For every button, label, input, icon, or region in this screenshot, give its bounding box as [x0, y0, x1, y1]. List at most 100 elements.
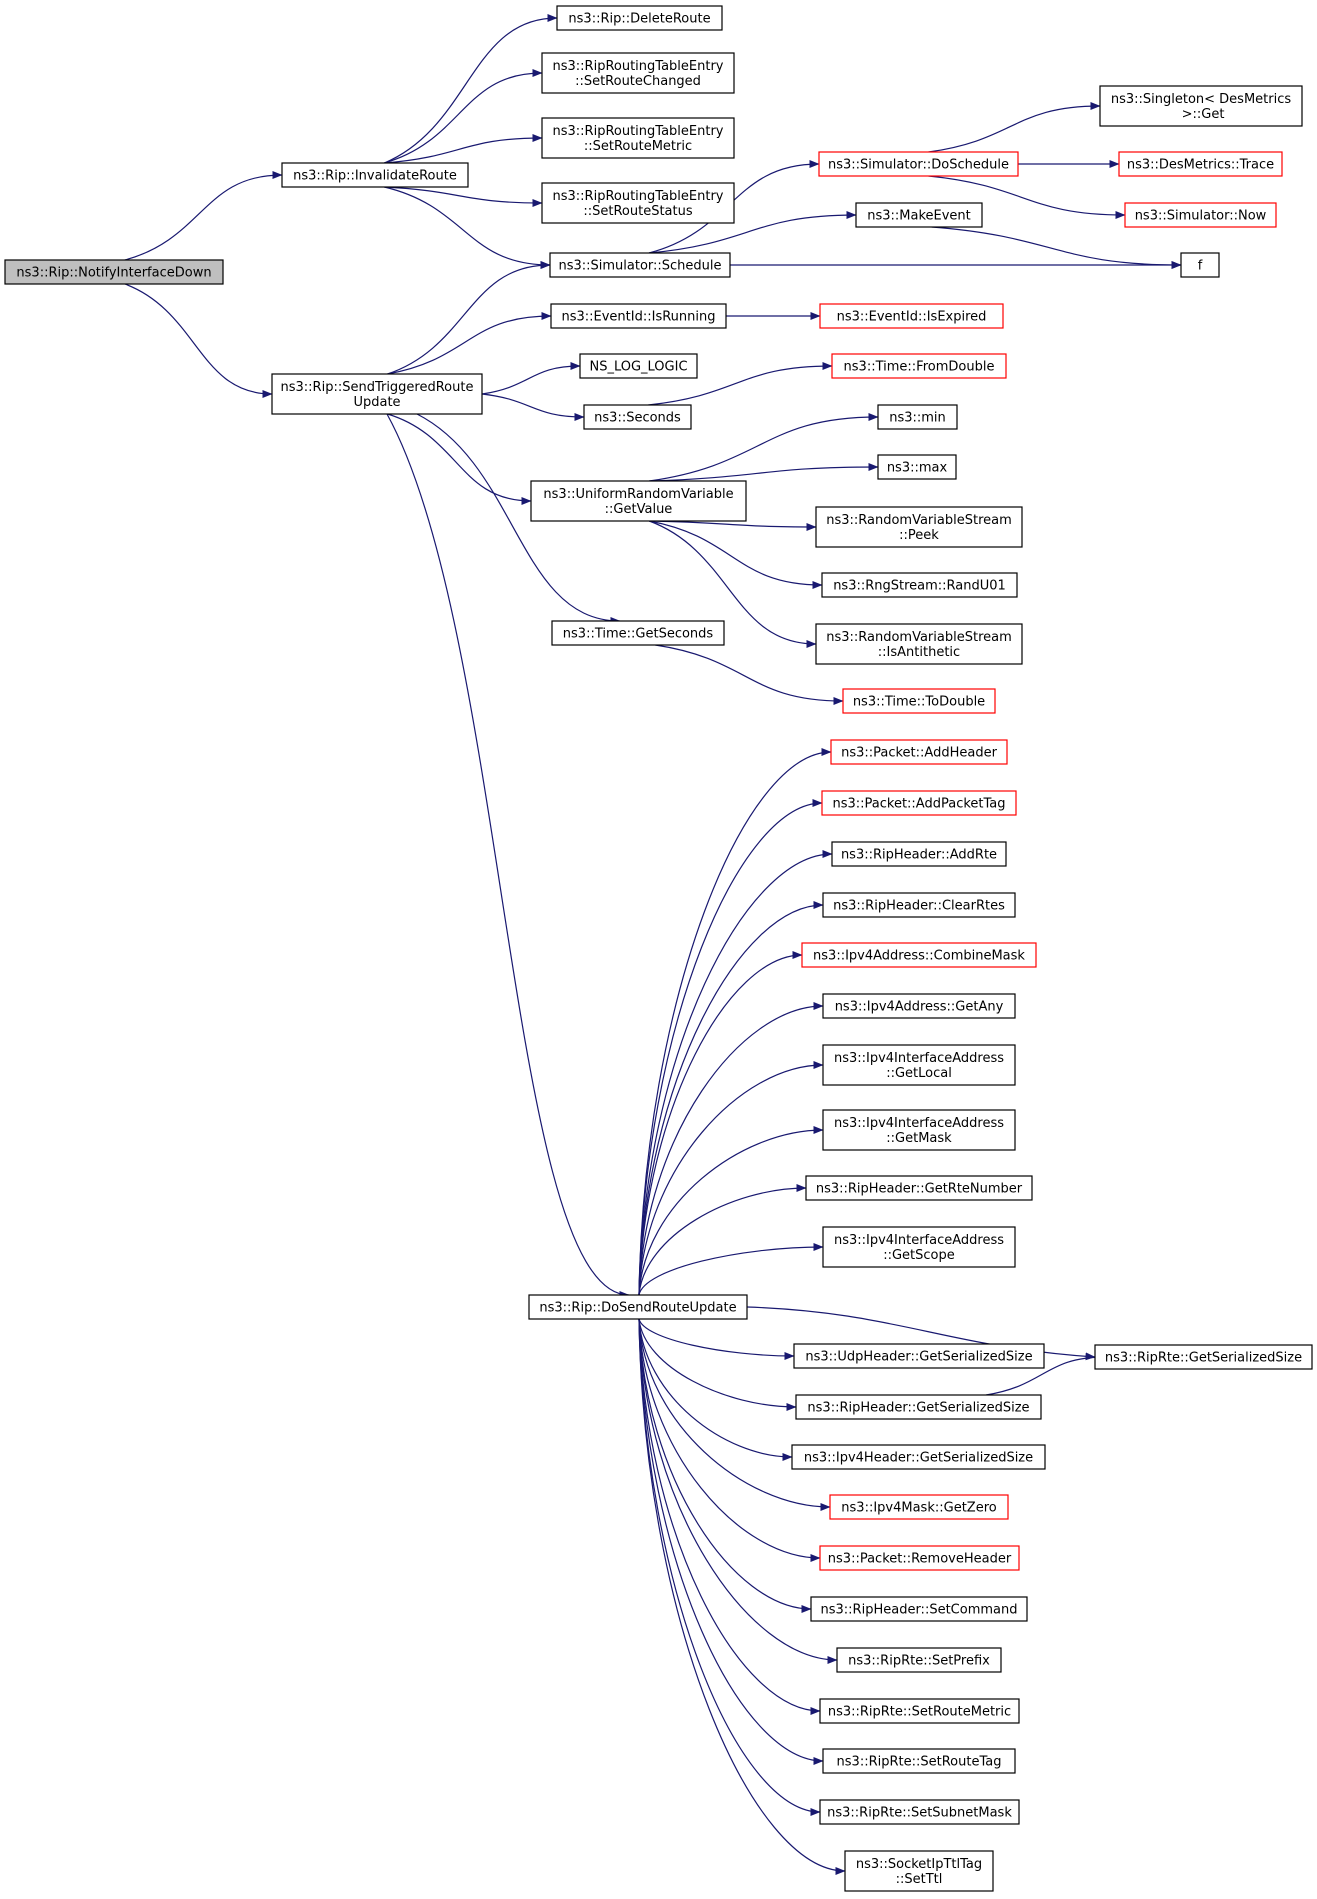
node-label-simulator_now-0: ns3::Simulator::Now: [1135, 209, 1267, 224]
node-label-rvs_peek-0: ns3::RandomVariableStream: [826, 513, 1012, 528]
node-root[interactable]: ns3::Rip::NotifyInterfaceDown: [4, 259, 224, 285]
node-simulator_do_schedule[interactable]: ns3::Simulator::DoSchedule: [818, 151, 1019, 177]
node-box-min: [877, 404, 958, 430]
node-label-seconds-0: ns3::Seconds: [594, 411, 681, 426]
node-label-send_triggered-1: Update: [353, 395, 400, 410]
node-label-rvs_is_antithetic-0: ns3::RandomVariableStream: [826, 630, 1012, 645]
node-packet_add_packet_tag[interactable]: ns3::Packet::AddPacketTag: [821, 790, 1017, 816]
node-delete_route[interactable]: ns3::Rip::DeleteRoute: [556, 5, 723, 31]
node-time_from_double[interactable]: ns3::Time::FromDouble: [831, 353, 1007, 379]
node-box-set_route_changed: [541, 52, 735, 94]
node-ipv4mask_get_zero[interactable]: ns3::Ipv4Mask::GetZero: [829, 1494, 1009, 1520]
node-box-set_route_metric_entry: [541, 117, 735, 159]
node-label-root-0: ns3::Rip::NotifyInterfaceDown: [16, 266, 211, 281]
node-rip_header_get_rte_number[interactable]: ns3::RipHeader::GetRteNumber: [805, 1175, 1033, 1201]
node-box-rip_header_set_command: [810, 1596, 1028, 1622]
edge-seconds-to-time_from_double: [648, 362, 833, 406]
node-box-singleton_get: [1099, 85, 1303, 127]
node-set_route_changed[interactable]: ns3::RipRoutingTableEntry::SetRouteChang…: [541, 52, 735, 94]
node-simulator_now[interactable]: ns3::Simulator::Now: [1124, 202, 1277, 228]
node-rip_header_set_command[interactable]: ns3::RipHeader::SetCommand: [810, 1596, 1028, 1622]
node-max[interactable]: ns3::max: [877, 454, 957, 480]
node-socket_ip_ttl_tag_set_ttl[interactable]: ns3::SocketIpTtlTag::SetTtl: [844, 1850, 994, 1892]
edge-uniform_get_value-to-min: [649, 413, 879, 482]
node-box-event_is_expired: [819, 303, 1004, 329]
node-ipv4_combine_mask[interactable]: ns3::Ipv4Address::CombineMask: [801, 942, 1037, 968]
edge-invalidate_route-to-delete_route: [384, 14, 558, 164]
node-invalidate_route[interactable]: ns3::Rip::InvalidateRoute: [281, 162, 469, 188]
node-f[interactable]: f: [1180, 252, 1220, 278]
node-rvs_peek[interactable]: ns3::RandomVariableStream::Peek: [815, 506, 1023, 548]
node-ipv4ia_get_mask[interactable]: ns3::Ipv4InterfaceAddress::GetMask: [822, 1109, 1016, 1151]
edge-do_send_route_update-to-ipv4_get_any: [638, 1002, 824, 1296]
node-time_to_double[interactable]: ns3::Time::ToDouble: [842, 688, 996, 714]
edge-do_send_route_update-to-socket_ip_ttl_tag_set_ttl: [638, 1318, 846, 1875]
node-rip_rte_set_subnet_mask[interactable]: ns3::RipRte::SetSubnetMask: [819, 1799, 1020, 1825]
node-label-f-0: f: [1198, 259, 1203, 274]
node-label-max-0: ns3::max: [887, 461, 948, 476]
node-set_route_metric_entry[interactable]: ns3::RipRoutingTableEntry::SetRouteMetri…: [541, 117, 735, 159]
node-box-make_event: [855, 202, 983, 228]
node-rip_rte_set_route_tag[interactable]: ns3::RipRte::SetRouteTag: [822, 1748, 1016, 1774]
node-box-rip_rte_set_route_metric: [819, 1698, 1020, 1724]
node-uniform_get_value[interactable]: ns3::UniformRandomVariable::GetValue: [530, 480, 747, 522]
node-box-rip_header_get_rte_number: [805, 1175, 1033, 1201]
node-simulator_schedule[interactable]: ns3::Simulator::Schedule: [549, 252, 731, 278]
node-layer: ns3::Rip::NotifyInterfaceDown ns3::Rip::I…: [4, 5, 1313, 1892]
node-rip_rte_set_prefix[interactable]: ns3::RipRte::SetPrefix: [836, 1647, 1002, 1673]
node-box-packet_remove_header: [819, 1545, 1020, 1571]
node-rng_rand_u01[interactable]: ns3::RngStream::RandU01: [821, 572, 1018, 598]
node-label-rip_rte_get_serialized_size-0: ns3::RipRte::GetSerializedSize: [1105, 1351, 1302, 1366]
node-ipv4ia_get_local[interactable]: ns3::Ipv4InterfaceAddress::GetLocal: [822, 1044, 1016, 1086]
node-ipv4_header_get_serialized_size[interactable]: ns3::Ipv4Header::GetSerializedSize: [791, 1444, 1046, 1470]
node-box-ipv4_combine_mask: [801, 942, 1037, 968]
node-label-set_route_changed-1: ::SetRouteChanged: [575, 74, 701, 89]
node-event_is_expired[interactable]: ns3::EventId::IsExpired: [819, 303, 1004, 329]
node-label-event_is_expired-0: ns3::EventId::IsExpired: [837, 310, 987, 325]
node-ipv4ia_get_scope[interactable]: ns3::Ipv4InterfaceAddress::GetScope: [822, 1226, 1016, 1268]
edge-simulator_schedule-to-make_event: [648, 211, 857, 254]
node-time_get_seconds[interactable]: ns3::Time::GetSeconds: [551, 620, 725, 646]
node-min[interactable]: ns3::min: [877, 404, 958, 430]
node-rip_rte_set_route_metric[interactable]: ns3::RipRte::SetRouteMetric: [819, 1698, 1020, 1724]
node-box-packet_add_header: [830, 739, 1008, 765]
node-box-time_to_double: [842, 688, 996, 714]
edge-rip_header_get_serialized_size-to-rip_rte_get_serialized_size: [985, 1353, 1106, 1396]
node-do_send_route_update[interactable]: ns3::Rip::DoSendRouteUpdate: [528, 1294, 748, 1320]
node-rip_rte_get_serialized_size[interactable]: ns3::RipRte::GetSerializedSize: [1094, 1344, 1313, 1370]
node-label-packet_remove_header-0: ns3::Packet::RemoveHeader: [828, 1552, 1012, 1567]
node-packet_add_header[interactable]: ns3::Packet::AddHeader: [830, 739, 1008, 765]
node-seconds[interactable]: ns3::Seconds: [583, 404, 692, 430]
node-label-simulator_do_schedule-0: ns3::Simulator::DoSchedule: [828, 158, 1009, 173]
node-box-rip_header_add_rte: [831, 841, 1007, 867]
edge-time_get_seconds-to-time_to_double: [655, 644, 844, 705]
node-rip_header_clear_rtes[interactable]: ns3::RipHeader::ClearRtes: [822, 892, 1016, 918]
node-label-delete_route-0: ns3::Rip::DeleteRoute: [568, 12, 710, 27]
node-singleton_get[interactable]: ns3::Singleton< DesMetrics >::Get: [1099, 85, 1303, 127]
edge-uniform_get_value-to-rvs_is_antithetic: [649, 520, 817, 648]
node-label-ipv4_header_get_serialized_size-0: ns3::Ipv4Header::GetSerializedSize: [804, 1451, 1033, 1466]
node-udp_header_get_serialized_size[interactable]: ns3::UdpHeader::GetSerializedSize: [793, 1343, 1045, 1369]
node-label-send_triggered-0: ns3::Rip::SendTriggeredRoute: [281, 380, 474, 395]
node-packet_remove_header[interactable]: ns3::Packet::RemoveHeader: [819, 1545, 1020, 1571]
node-desmetrics_trace[interactable]: ns3::DesMetrics::Trace: [1118, 151, 1283, 177]
node-ns_log_logic[interactable]: NS_LOG_LOGIC: [579, 353, 698, 379]
node-box-ipv4ia_get_scope: [822, 1226, 1016, 1268]
node-event_is_running[interactable]: ns3::EventId::IsRunning: [550, 303, 727, 329]
node-label-desmetrics_trace-0: ns3::DesMetrics::Trace: [1127, 158, 1274, 173]
node-rvs_is_antithetic[interactable]: ns3::RandomVariableStream::IsAntithetic: [815, 623, 1023, 665]
node-make_event[interactable]: ns3::MakeEvent: [855, 202, 983, 228]
node-box-rip_rte_set_subnet_mask: [819, 1799, 1020, 1825]
node-ipv4_get_any[interactable]: ns3::Ipv4Address::GetAny: [822, 993, 1016, 1019]
node-rip_header_add_rte[interactable]: ns3::RipHeader::AddRte: [831, 841, 1007, 867]
node-label-ipv4ia_get_scope-1: ::GetScope: [883, 1248, 955, 1263]
node-rip_header_get_serialized_size[interactable]: ns3::RipHeader::GetSerializedSize: [795, 1394, 1042, 1420]
node-label-ipv4ia_get_scope-0: ns3::Ipv4InterfaceAddress: [834, 1233, 1004, 1248]
node-box-uniform_get_value: [530, 480, 747, 522]
node-set_route_status[interactable]: ns3::RipRoutingTableEntry::SetRouteStatu…: [541, 182, 735, 224]
edge-do_send_route_update-to-rip_header_add_rte: [638, 850, 833, 1296]
edge-do_send_route_update-to-ipv4_header_get_serialized_size: [638, 1318, 793, 1461]
node-box-rvs_peek: [815, 506, 1023, 548]
node-label-ipv4_combine_mask-0: ns3::Ipv4Address::CombineMask: [813, 949, 1025, 964]
